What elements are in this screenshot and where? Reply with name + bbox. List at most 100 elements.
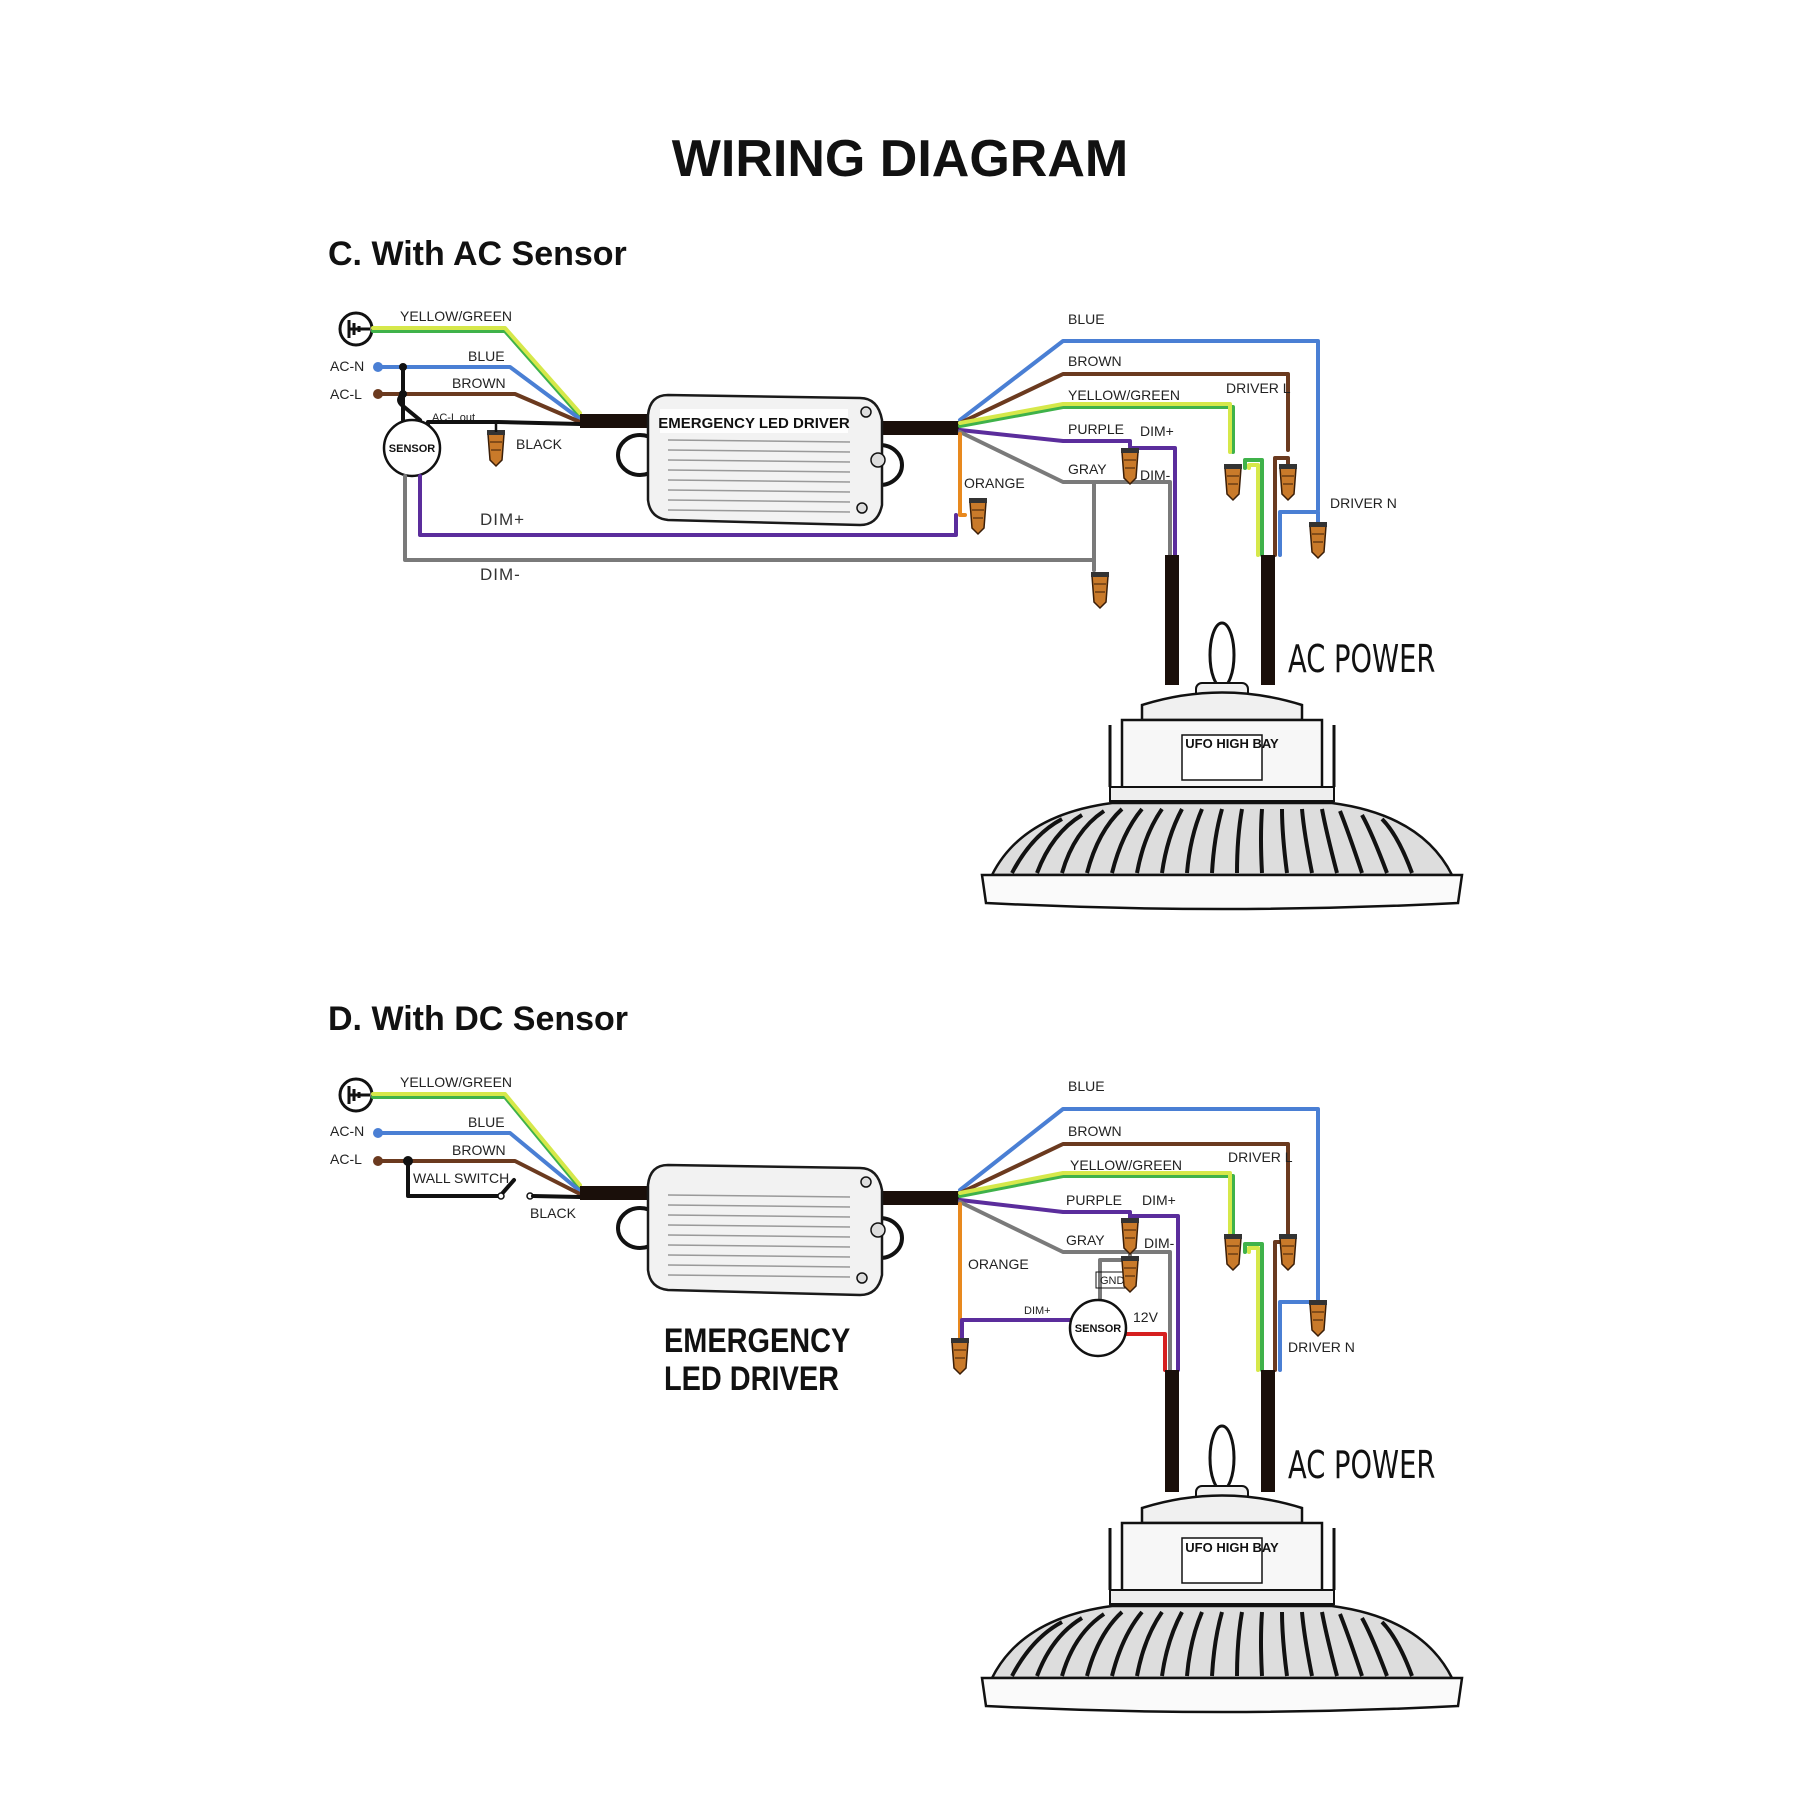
connector-gray [1120, 1255, 1140, 1293]
label-blue: BLUE [468, 1114, 505, 1130]
label-driver-line2: LED DRIVER [664, 1359, 839, 1398]
section-d-heading: D. With DC Sensor [328, 1000, 628, 1038]
section-c: C. With AC Sensor YELLOW/GREEN AC-N BLUE… [328, 235, 1464, 911]
label-dim-plus-right: DIM+ [1142, 1192, 1176, 1208]
label-blue-right: BLUE [1068, 311, 1105, 327]
connector-orange-dim-plus [968, 497, 988, 535]
wire-dim-plus-long [418, 474, 958, 537]
label-driver: EMERGENCY LED DRIVER [658, 415, 850, 432]
connector-purple [1120, 1217, 1140, 1255]
wire-sensor-dim-plus [960, 1318, 1072, 1342]
wire-green-to-lamp [1243, 1242, 1264, 1372]
wall-switch-wire [406, 1159, 502, 1198]
ground-icon [338, 311, 374, 347]
label-brown-right: BROWN [1068, 1123, 1122, 1139]
wire-yellow-stripe-right [958, 402, 1232, 454]
label-blue: BLUE [468, 348, 505, 364]
label-driver-l: DRIVER L [1228, 1149, 1293, 1165]
wire-black-ac-l-out [426, 420, 582, 430]
connector-orange-dim-plus [950, 1337, 970, 1375]
label-wall-switch: WALL SWITCH [413, 1170, 509, 1186]
label-driver-l: DRIVER L [1226, 380, 1291, 396]
wire-yellow-stripe-right [958, 1171, 1232, 1237]
label-gray-right: GRAY [1068, 461, 1107, 477]
label-sensor: SENSOR [1075, 1323, 1122, 1335]
label-driver-n: DRIVER N [1330, 495, 1397, 511]
label-brown: BROWN [452, 375, 506, 391]
wire-yellow-to-lamp [1247, 1246, 1260, 1372]
wire-dim-minus-to-lamp [1092, 480, 1172, 572]
label-driver-line1: EMERGENCY [664, 1321, 850, 1360]
label-yellow-green: YELLOW/GREEN [400, 308, 512, 324]
emergency-led-driver: EMERGENCY LED DRIVER [616, 393, 904, 527]
sensor-lead-l [397, 392, 422, 422]
ground-icon [338, 1077, 374, 1113]
connector-blue [1308, 1299, 1328, 1337]
wire-sensor-gnd [1098, 1258, 1132, 1302]
wire-yellow-stripe-left [371, 1092, 582, 1187]
ac-n-terminal [373, 1128, 383, 1138]
label-blue-right: BLUE [1068, 1078, 1105, 1094]
wire-sensor-12v [1124, 1332, 1167, 1372]
label-yellow-green-right: YELLOW/GREEN [1070, 1157, 1182, 1173]
label-dim-minus-right: DIM- [1144, 1235, 1175, 1251]
label-dim-minus: DIM- [480, 565, 521, 584]
label-gray-right: GRAY [1066, 1232, 1105, 1248]
ac-sensor [382, 418, 442, 478]
label-ac-l: AC-L [330, 386, 362, 402]
wire-yellow-green-right [958, 405, 1235, 454]
wire-blue-to-lamp [1278, 510, 1320, 557]
connector-nut [486, 429, 506, 467]
wire-yellow-green-right [958, 1174, 1235, 1237]
emergency-led-driver [616, 1163, 904, 1297]
label-purple-right: PURPLE [1066, 1192, 1122, 1208]
label-purple-right: PURPLE [1068, 421, 1124, 437]
label-ufo: UFO HIGH BAY [1185, 736, 1279, 751]
connector-brown [1278, 1233, 1298, 1271]
label-yellow-green: YELLOW/GREEN [400, 1074, 512, 1090]
connector-brown [1278, 463, 1298, 501]
wire-orange-right [958, 432, 967, 517]
label-12v: 12V [1133, 1309, 1159, 1325]
label-dim-minus-right: DIM- [1140, 467, 1171, 483]
label-sensor: SENSOR [389, 443, 436, 455]
wire-blue-left [376, 365, 582, 421]
wire-brown-to-lamp [1273, 456, 1290, 557]
label-brown: BROWN [452, 1142, 506, 1158]
wire-blue-left [376, 1131, 582, 1193]
section-d: D. With DC Sensor YELLOW/GREEN AC-N BLUE… [328, 1000, 1464, 1714]
wire-black-switched [531, 1194, 582, 1199]
label-ac-l: AC-L [330, 1151, 362, 1167]
ac-l-terminal [373, 1156, 383, 1166]
label-ac-power: AC POWER [1288, 1442, 1435, 1487]
wire-purple-right [958, 428, 1132, 448]
label-dim-plus-right: DIM+ [1140, 423, 1174, 439]
wire-green-to-lamp [1243, 458, 1264, 557]
label-black: BLACK [530, 1205, 577, 1221]
wire-blue-right [958, 1107, 1320, 1302]
wire-brown-right [958, 1142, 1290, 1237]
label-orange-right: ORANGE [968, 1256, 1029, 1272]
ac-n-terminal [373, 362, 383, 372]
connector-gray [1090, 571, 1110, 609]
wire-yellow-stripe-left [371, 326, 582, 415]
ac-l-terminal [373, 389, 383, 399]
label-black: BLACK [516, 436, 563, 452]
label-ufo: UFO HIGH BAY [1185, 1540, 1279, 1555]
label-orange-right: ORANGE [964, 475, 1025, 491]
wire-brown-left [376, 1159, 582, 1196]
label-brown-right: BROWN [1068, 353, 1122, 369]
label-gnd: GND [1100, 1275, 1125, 1287]
label-driver-n: DRIVER N [1288, 1339, 1355, 1355]
page-title: WIRING DIAGRAM [672, 130, 1128, 188]
label-sensor-dim-plus: DIM+ [1024, 1305, 1051, 1317]
label-dim-plus: DIM+ [480, 510, 525, 529]
connector-yellow-green [1223, 463, 1243, 501]
section-c-heading: C. With AC Sensor [328, 235, 627, 273]
wire-blue-right [958, 339, 1320, 512]
wire-yellow-to-lamp [1247, 463, 1260, 557]
label-yellow-green-right: YELLOW/GREEN [1068, 387, 1180, 403]
dc-sensor [1068, 1298, 1128, 1358]
label-ac-power: AC POWER [1288, 636, 1435, 681]
